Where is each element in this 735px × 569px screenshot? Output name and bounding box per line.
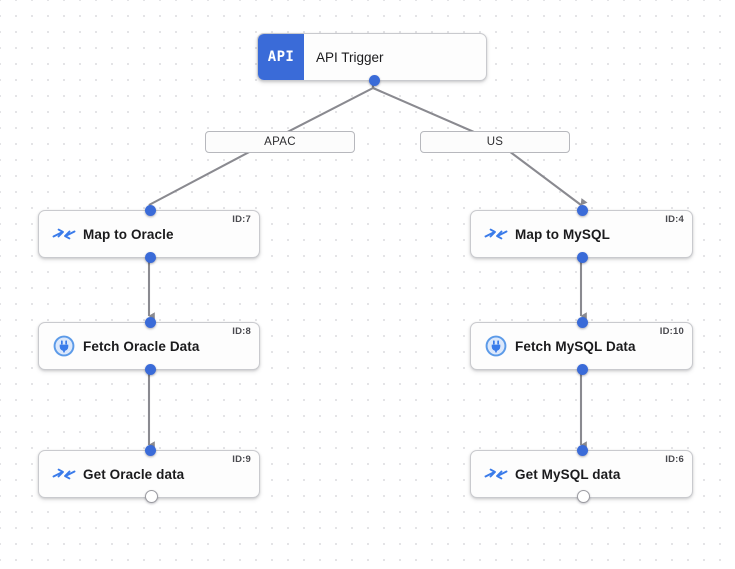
map-arrows-icon: [47, 466, 81, 482]
node-get-mysql-data-text: Get MySQL data: [513, 467, 620, 482]
branch-label-apac-text: APAC: [264, 136, 296, 148]
api-trigger-label: API Trigger: [316, 49, 384, 65]
node-map-to-oracle-text: Map to Oracle: [81, 227, 174, 242]
port-in-map-to-mysql[interactable]: [576, 205, 588, 216]
port-out-fetch-mysql-data[interactable]: [576, 364, 588, 375]
node-id-badge: ID:4: [665, 214, 684, 225]
node-id-badge: ID:8: [232, 326, 251, 337]
port-out-api-trigger[interactable]: [368, 75, 380, 86]
port-in-map-to-oracle[interactable]: [144, 205, 156, 216]
map-arrows-icon: [479, 226, 513, 242]
node-label: Fetch MySQL Data: [515, 338, 636, 354]
node-id-badge: ID:6: [665, 454, 684, 465]
node-label: Map to Oracle: [83, 226, 174, 242]
node-id-badge: ID:10: [659, 326, 684, 337]
port-out-get-oracle-data[interactable]: [144, 490, 158, 503]
api-badge-label: API: [267, 49, 295, 65]
node-get-oracle-data-text: Get Oracle data: [81, 467, 184, 482]
port-out-fetch-oracle-data[interactable]: [144, 364, 156, 375]
port-in-get-oracle-data[interactable]: [144, 445, 156, 456]
port-in-fetch-oracle-data[interactable]: [144, 317, 156, 328]
node-id-badge: ID:7: [232, 214, 251, 225]
branch-label-us-text: US: [486, 136, 504, 148]
port-out-map-to-oracle[interactable]: [144, 252, 156, 263]
node-label: Map to MySQL: [515, 226, 610, 242]
branch-label-apac[interactable]: APAC: [205, 131, 355, 153]
node-fetch-mysql-data[interactable]: Fetch MySQL Data ID:10: [470, 317, 693, 375]
port-in-get-mysql-data[interactable]: [576, 445, 588, 456]
branch-label-us[interactable]: US: [420, 131, 570, 153]
node-label: Fetch Oracle Data: [83, 338, 200, 354]
node-map-to-mysql-text: Map to MySQL: [513, 227, 610, 242]
port-out-map-to-mysql[interactable]: [576, 252, 588, 263]
node-label: Get Oracle data: [83, 466, 185, 482]
plug-icon: [479, 334, 513, 358]
port-out-get-mysql-data[interactable]: [576, 490, 590, 503]
node-id-badge: ID:9: [232, 454, 251, 465]
port-in-fetch-mysql-data[interactable]: [576, 317, 588, 328]
api-badge-icon: API: [258, 34, 304, 80]
node-fetch-oracle-data-text: Fetch Oracle Data: [81, 339, 200, 354]
map-arrows-icon: [47, 226, 81, 242]
node-fetch-mysql-data-text: Fetch MySQL Data: [513, 339, 636, 354]
node-get-mysql-data[interactable]: Get MySQL data ID:6: [470, 445, 693, 503]
plug-icon: [47, 334, 81, 358]
node-fetch-oracle-data[interactable]: Fetch Oracle Data ID:8: [38, 317, 260, 375]
node-label: Get MySQL data: [515, 466, 621, 482]
node-get-oracle-data[interactable]: Get Oracle data ID:9: [38, 445, 260, 503]
node-map-to-mysql[interactable]: Map to MySQL ID:4: [470, 205, 693, 263]
node-api-trigger[interactable]: API API Trigger: [257, 33, 487, 86]
map-arrows-icon: [479, 466, 513, 482]
node-map-to-oracle[interactable]: Map to Oracle ID:7: [38, 205, 260, 263]
